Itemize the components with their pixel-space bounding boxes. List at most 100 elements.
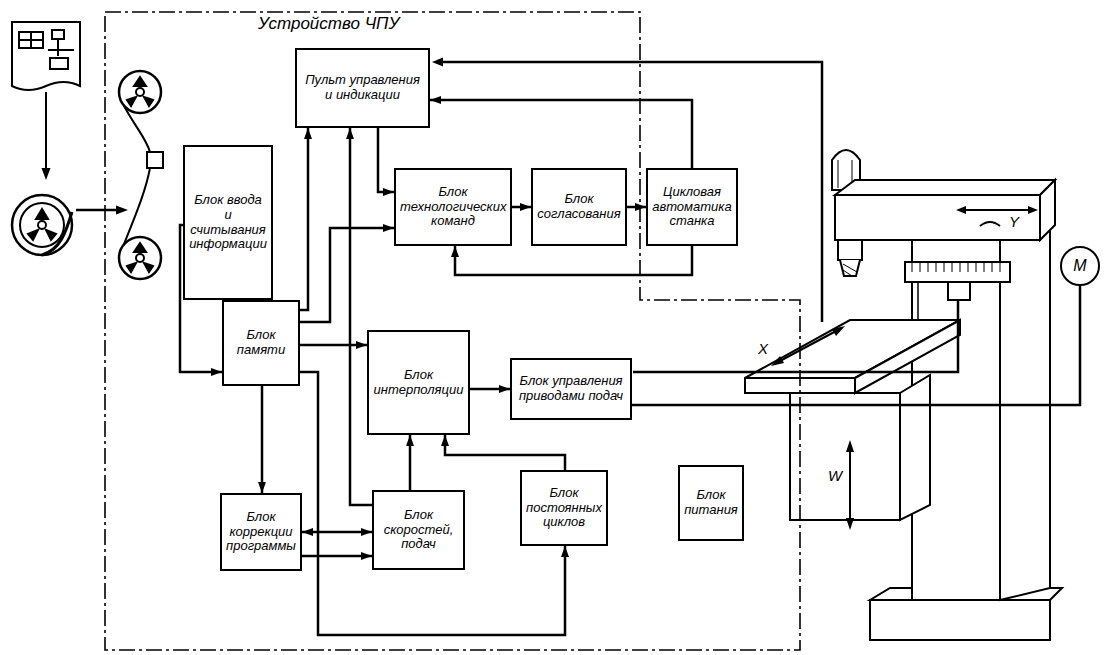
interpolation-box: Блок интерполяции xyxy=(367,330,470,435)
command-box: Блок технологических команд xyxy=(394,168,512,246)
connector xyxy=(406,435,414,490)
box-text: Блок ввода и считывания информации xyxy=(189,193,267,253)
tape-illustration xyxy=(124,106,150,152)
connector-line xyxy=(300,228,394,322)
tape-illustration xyxy=(28,230,38,240)
tape-illustration xyxy=(147,152,163,168)
tape-illustration xyxy=(136,254,144,262)
control-panel-box: Пульт управления и индикации xyxy=(295,48,430,128)
matching-box: Блок согласования xyxy=(531,168,627,246)
axis-label: Y xyxy=(1007,214,1021,231)
tape-illustration xyxy=(50,58,68,69)
arrowhead xyxy=(302,528,313,536)
tape-illustration xyxy=(12,195,72,255)
box-text: Блок коррекции программы xyxy=(226,510,296,555)
arrowhead xyxy=(430,96,441,104)
tape-illustration xyxy=(124,168,150,244)
tape-illustration xyxy=(42,168,51,180)
motor-circle: M xyxy=(1060,246,1100,286)
arrowhead xyxy=(451,246,459,257)
tape-illustration xyxy=(48,39,74,56)
connector-line xyxy=(455,246,692,275)
box-text: Пульт управления и индикации xyxy=(301,73,424,103)
milling-machine xyxy=(832,326,845,336)
tape-illustration xyxy=(127,97,136,106)
connector xyxy=(470,385,510,393)
drive-wire xyxy=(633,300,958,372)
machine-automation-box: Цикловая автоматика станка xyxy=(646,168,738,246)
tape-illustration xyxy=(19,32,43,48)
arrowhead xyxy=(441,435,449,446)
tape-illustration xyxy=(134,243,146,252)
tape-illustration xyxy=(12,22,163,279)
milling-machine xyxy=(900,375,930,520)
connector xyxy=(302,552,372,560)
correction-box: Блок коррекции программы xyxy=(220,493,302,571)
milling-machine xyxy=(948,282,970,300)
connector xyxy=(300,128,312,310)
milling-machine xyxy=(849,448,851,522)
tape-illustration xyxy=(12,22,80,90)
connector-line xyxy=(378,128,394,192)
device-boundary: Устройство ЧПУ Пульт управления и индикац… xyxy=(105,12,800,652)
box-text: Блок согласования xyxy=(537,192,621,222)
milling-machine xyxy=(1040,180,1055,240)
tape-illustration xyxy=(144,97,153,106)
axis-label: W xyxy=(826,468,844,485)
connector-line xyxy=(445,435,565,470)
box-text: Цикловая автоматика станка xyxy=(652,185,732,230)
arrowhead xyxy=(520,203,531,211)
connector xyxy=(430,96,692,168)
box-text: Блок скоростей, подач xyxy=(378,508,459,553)
connector xyxy=(258,386,266,493)
milling-machine xyxy=(790,393,900,520)
milling-machine xyxy=(855,320,960,393)
connector-line xyxy=(430,100,692,168)
milling-machine xyxy=(960,209,1034,211)
drive-control-box: Блок управления приводами подач xyxy=(510,358,632,420)
box-text: M xyxy=(1062,257,1098,275)
tape-illustration xyxy=(20,203,64,247)
tape-illustration xyxy=(46,230,56,240)
connector-line xyxy=(350,128,372,505)
tape-illustration xyxy=(19,32,43,48)
milling-machine xyxy=(956,206,966,214)
box-text: Блок технологических команд xyxy=(400,185,506,230)
connector-line xyxy=(632,286,1080,405)
arrowhead xyxy=(499,385,510,393)
milling-machine xyxy=(980,222,1000,226)
box-text: Блок управления приводами подач xyxy=(516,374,626,404)
group-title: Устройство ЧПУ xyxy=(258,14,399,34)
arrowhead xyxy=(258,482,266,493)
milling-machine xyxy=(1028,206,1038,214)
arrowhead xyxy=(383,188,394,196)
arrowhead xyxy=(406,435,414,446)
arrowhead xyxy=(383,224,394,232)
connector xyxy=(378,128,394,196)
connector xyxy=(441,435,565,470)
milling-machine xyxy=(843,264,857,276)
arrowhead xyxy=(561,546,569,557)
connector-line xyxy=(300,128,308,310)
box-text: Блок памяти xyxy=(228,328,294,358)
axis-label: X xyxy=(756,341,770,358)
milling-machine xyxy=(905,262,1010,282)
arrowhead xyxy=(356,341,367,349)
box-text: Блок интерполяции xyxy=(373,368,464,398)
dash-dot-boundary xyxy=(105,12,800,650)
arrowhead xyxy=(432,58,443,67)
tape-illustration xyxy=(76,209,118,212)
connector xyxy=(632,286,1080,405)
connector xyxy=(512,203,531,211)
tape-illustration xyxy=(52,30,64,39)
milling-machine xyxy=(846,440,854,452)
connector xyxy=(627,203,646,211)
arrowhead xyxy=(346,128,354,139)
connector xyxy=(300,224,394,322)
connector-line xyxy=(261,386,264,493)
milling-machine xyxy=(912,262,1000,272)
tape-illustration xyxy=(136,88,144,96)
